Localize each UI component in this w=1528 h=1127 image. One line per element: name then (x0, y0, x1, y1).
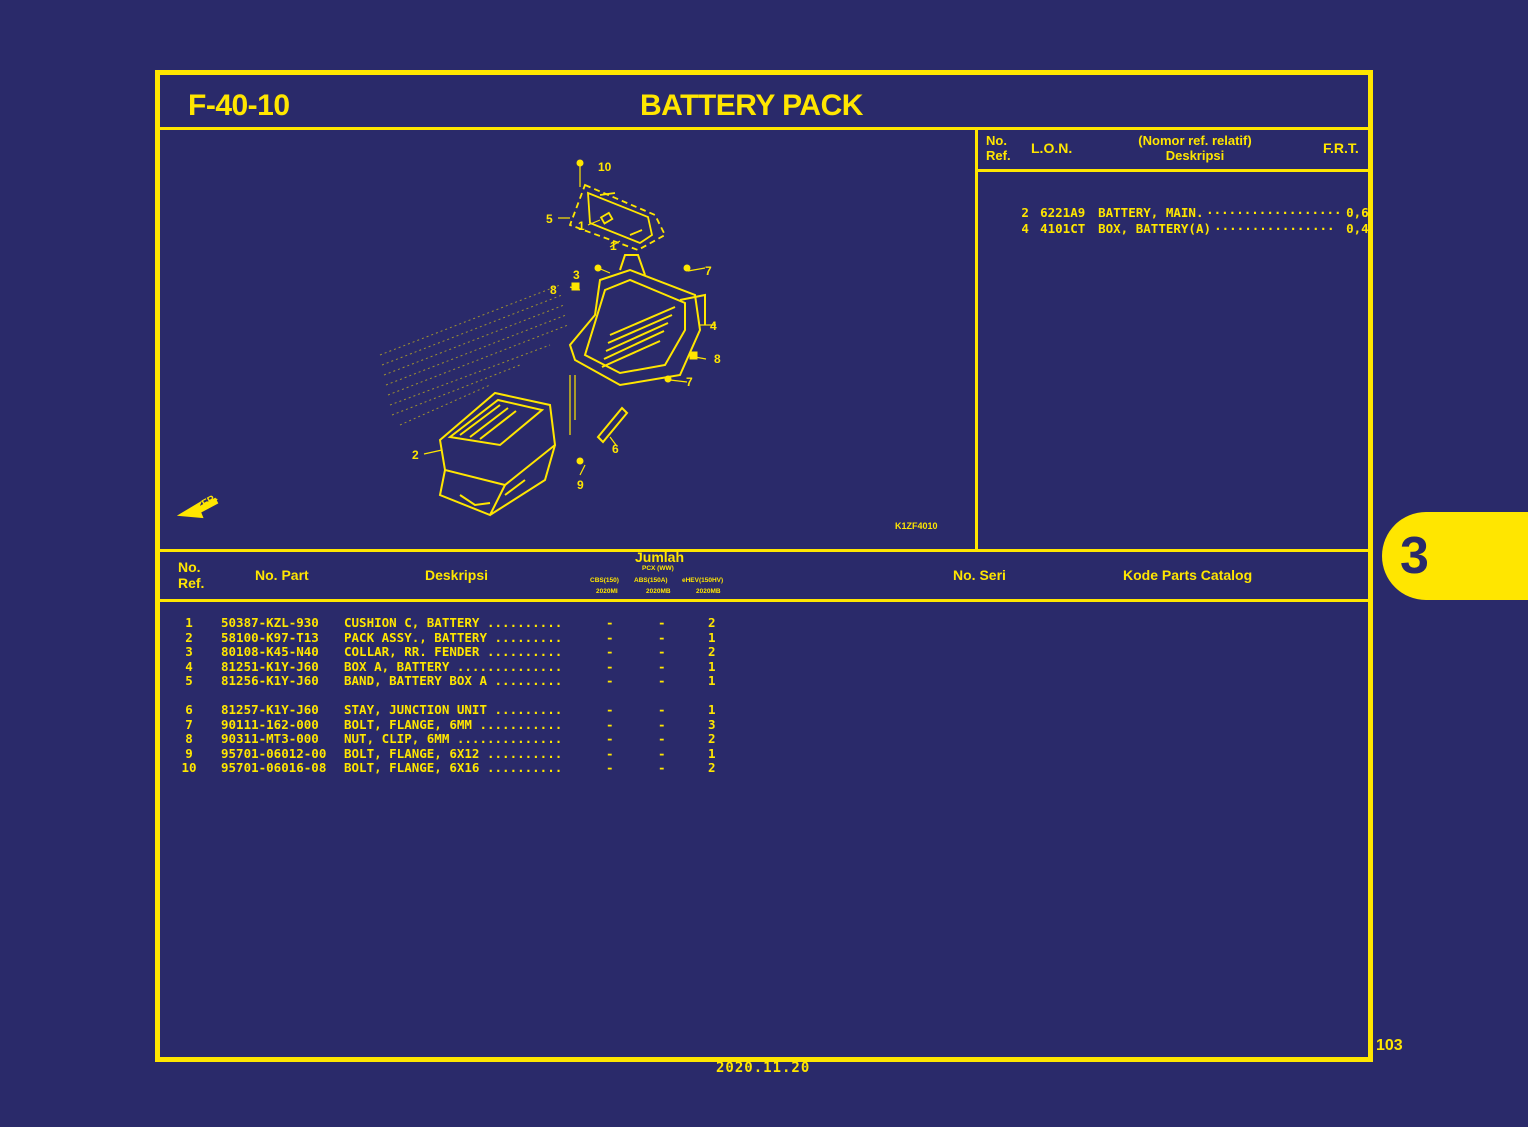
callout-6: 6 (612, 442, 619, 456)
frt-col-desc: (Nomor ref. relatif) Deskripsi (1138, 133, 1252, 163)
callout-1b: 1 (610, 239, 617, 253)
junction-stay-part (596, 406, 629, 444)
figure-code: F-40-10 (188, 89, 290, 122)
callout-9: 9 (577, 478, 584, 492)
callout-8b: 8 (714, 352, 721, 366)
callout-5: 5 (546, 212, 553, 226)
section-tab[interactable]: 3 (1382, 512, 1528, 600)
parts-header-top (160, 549, 1368, 552)
section-tab-number: 3 (1400, 527, 1429, 585)
parts-col-part: No. Part (255, 567, 309, 583)
frt-col-frt: F.R.T. (1323, 140, 1359, 156)
footer-date: 2020.11.20 (716, 1060, 811, 1076)
year-1: 2020MI (596, 588, 618, 595)
parts-qty-sub: PCX (WW) (642, 565, 674, 572)
front-label: FR. (200, 492, 220, 509)
drawing-code: K1ZF4010 (895, 521, 938, 531)
frt-col-lon: L.O.N. (1031, 140, 1073, 156)
parts-col-qty: Jumlah (635, 549, 685, 565)
year-2: 2020MB (646, 588, 671, 595)
hardware-bolts (571, 159, 698, 465)
callout-1a: 1 (578, 219, 585, 233)
parts-col-desc: Deskripsi (425, 567, 489, 583)
variant-ehev: eHEV(150HV) (682, 577, 724, 584)
battery-pack-part (438, 391, 557, 517)
callout-2: 2 (412, 448, 419, 462)
title-divider (160, 127, 1368, 130)
battery-box-part (568, 254, 706, 387)
diagram-divider (975, 127, 978, 549)
catalog-page-frame: F-40-10 BATTERY PACK (155, 70, 1373, 1062)
year-3: 2020MB (696, 588, 721, 595)
front-direction-arrow (176, 497, 219, 519)
frt-col-ref: No. Ref. (986, 133, 1011, 163)
frame-hatch (379, 284, 569, 426)
variant-cbs: CBS(150) (590, 577, 619, 584)
parts-col-catalog: Kode Parts Catalog (1123, 567, 1253, 583)
callout-8a: 8 (550, 283, 557, 297)
parts-col-ref: No. Ref. (178, 559, 205, 591)
frt-header-divider (975, 169, 1368, 172)
page-title: BATTERY PACK (640, 89, 863, 122)
parts-col-serial: No. Seri (953, 567, 1006, 583)
callout-10: 10 (598, 160, 612, 174)
exploded-parts-diagram: 10 5 1 1 3 7 8 4 8 7 6 2 9 FR. (176, 159, 721, 519)
callout-4: 4 (710, 319, 717, 333)
callout-7b: 7 (686, 375, 693, 389)
callout-3: 3 (573, 268, 580, 282)
parts-header-bottom (160, 599, 1368, 602)
page-number: 103 (1376, 1037, 1403, 1054)
battery-band-part (568, 183, 667, 251)
callout-7a: 7 (705, 264, 712, 278)
variant-abs: ABS(150A) (634, 577, 668, 584)
